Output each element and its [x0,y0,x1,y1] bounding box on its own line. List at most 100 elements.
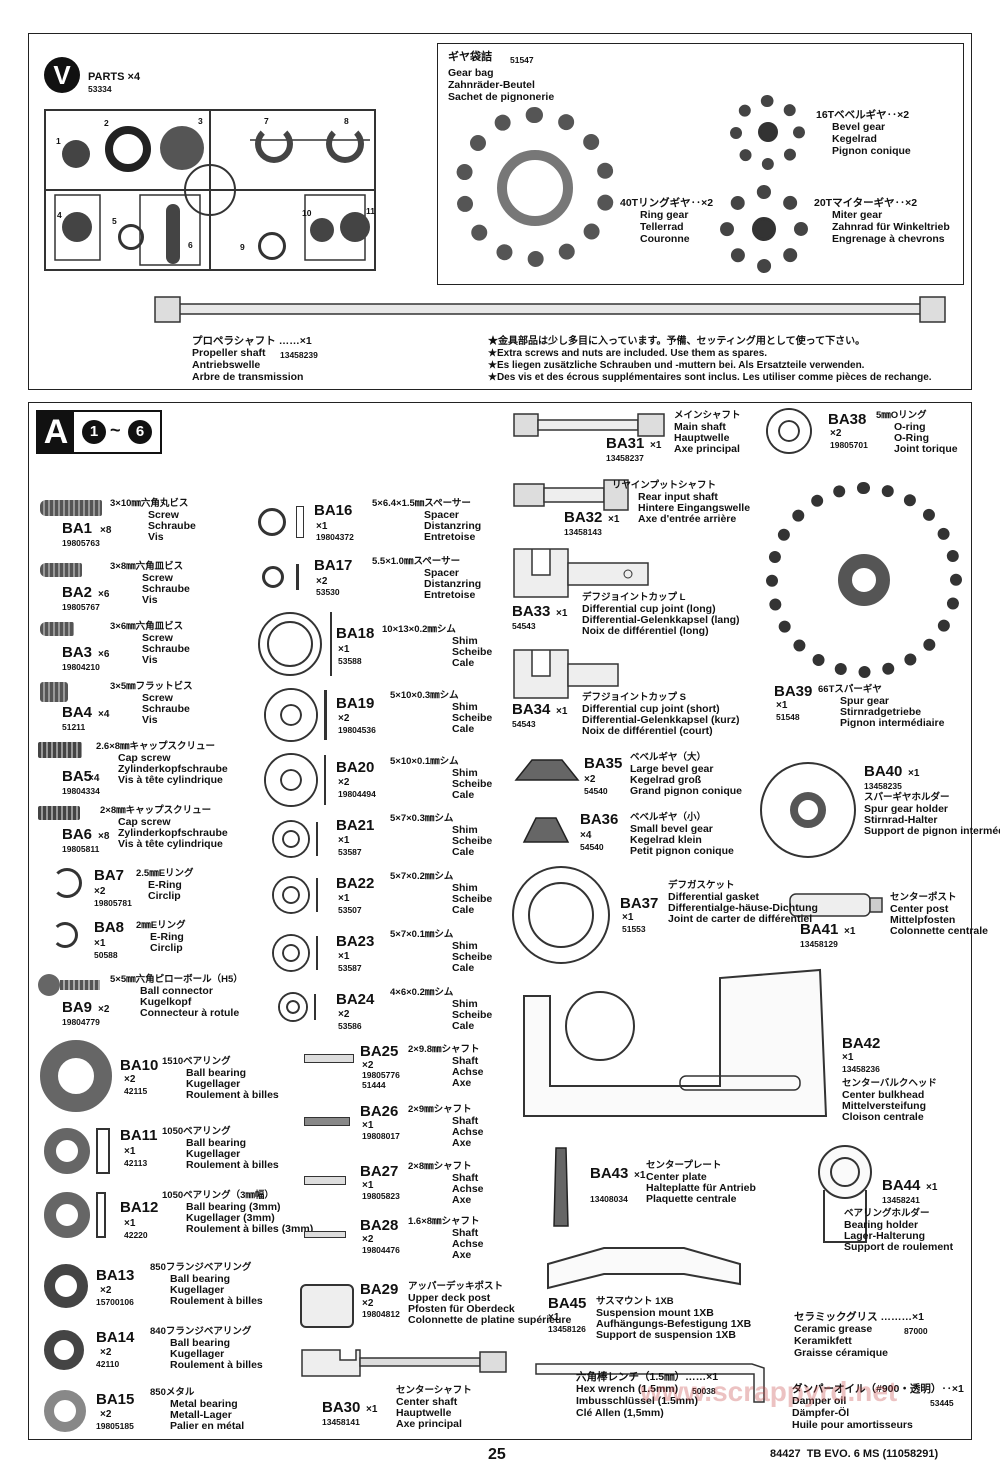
part-id-ba10: BA10 [120,1057,159,1074]
oil-fr: Huile pour amortisseurs [792,1419,913,1431]
bevel-gear-en: Bevel gear [832,121,886,133]
sprue-label-2: 2 [104,118,109,128]
miter-gear-fr: Engrenage à chevrons [832,233,945,245]
part-de-ba38: O-Ring [894,432,929,444]
part-de-ba4: Schraube [142,703,190,715]
part-qty-ba44: ×1 [926,1182,938,1193]
bearing-ba11-image [44,1128,90,1174]
part-de-ba31: Hauptwelle [674,432,730,444]
spurgear-ba39-hub [838,554,890,606]
cupjoint-long-ba33-image [513,548,649,598]
part-jp-ba17: 5.5×1.0㎜スペーサー [372,556,461,567]
susmount-ba45-image [547,1247,741,1290]
part-fr-ba40: Support de pignon intermédiaire [864,825,1000,837]
part-id-ba22: BA22 [336,875,375,892]
part-en-ba12: Ball bearing (3mm) [186,1201,281,1213]
part-id-ba26: BA26 [360,1103,399,1120]
part-code-ba6: 19805811 [62,844,100,854]
part-fr-ba20: Cale [452,789,475,801]
part-en-ba15: Metal bearing [170,1398,238,1410]
page-number: 25 [488,1446,506,1463]
part-id-ba29: BA29 [360,1281,399,1298]
part-id-ba38: BA38 [828,411,867,428]
part-qty-ba28: ×2 [362,1234,374,1245]
bearing-ba12-side [96,1192,106,1238]
part-de-ba3: Schraube [142,643,190,655]
bulkhead-ba42-image [523,968,828,1117]
part-en-ba6: Cap screw [118,816,171,828]
part-de-ba11: Kugellager [186,1148,241,1160]
part-en-ba34: Differential cup joint (short) [582,703,720,715]
sprue-label-11: 11 [366,206,375,216]
part-jp-ba36: ベベルギヤ（小） [630,812,707,823]
parts-v-badge: V [44,57,80,93]
part-code-ba35: 54540 [584,786,608,796]
bearing-ba10-image [40,1040,112,1112]
part-fr-ba31: Axe principal [674,443,740,455]
part-en-ba42: Center bulkhead [842,1089,925,1101]
part-fr-ba26: Axe [452,1137,472,1149]
prop-shaft-fr: Arbre de transmission [192,371,304,383]
wrench-jp: 六角棒レンチ（1.5㎜）……×1 [576,1371,719,1383]
part-code-ba13: 15700106 [96,1297,134,1307]
part-fr-ba13: Roulement à billes [170,1295,263,1307]
shaft-ba26-image [304,1117,350,1126]
part-jp-ba12: 1050ベアリング（3㎜幅） [162,1190,274,1201]
part-fr-ba35: Grand pignon conique [630,785,742,797]
part-code-ba32: 13458143 [564,527,602,537]
part-id-ba25: BA25 [360,1043,399,1060]
part-de-ba36: Kegelrad klein [630,834,702,846]
part-code-ba29: 19804812 [362,1309,400,1319]
part-en-ba7: E-Ring [148,879,182,891]
part-en-ba11: Ball bearing [186,1137,247,1149]
part-qty-ba39: ×1 [776,700,788,711]
part-en-ba21: Shim [452,824,478,836]
part-en-ba43: Center plate [646,1171,707,1183]
part-en-ba17: Spacer [424,567,460,579]
sprue-label-7: 7 [264,116,269,126]
bearingholder-ba44-image [818,1145,872,1243]
eclip-ba7-image [52,868,82,898]
part-fr-ba34: Noix de différentiel (court) [582,725,713,737]
part-de-ba20: Scheibe [452,778,493,790]
part-en-ba18: Shim [452,635,478,647]
part-jp-ba13: 850フランジベアリング [150,1262,252,1273]
part-code-ba19: 19804536 [338,725,376,735]
part-jp-ba14: 840フランジベアリング [150,1326,252,1337]
part-en-ba28: Shaft [452,1227,479,1239]
parts-a-letter: A [38,410,74,454]
part-code-ba7: 19805781 [94,898,132,908]
ring-gear-de: Tellerrad [640,221,684,233]
eclip-ba8-image [52,922,78,948]
gasket-ba37-image [512,866,610,964]
sprue-part-10 [310,218,334,242]
part-id-ba23: BA23 [336,933,375,950]
sprue-part-5 [118,224,144,250]
part-id-ba3: BA3 [62,644,93,661]
gearholder-ba40-hub [790,792,826,828]
part-fr-ba42: Cloison centrale [842,1111,924,1123]
part-fr-ba36: Petit pignon conique [630,845,734,857]
shim-ba19-side [324,690,327,740]
part-id-ba9: BA9 [62,999,93,1016]
sprue-label-6: 6 [188,240,193,250]
prop-shaft-code: 13458239 [280,350,318,360]
part-de-ba44: Lager-Halterung [844,1230,926,1242]
part-fr-ba29: Colonnette de platine supérieure [408,1314,572,1326]
part-en-ba2: Screw [142,572,173,584]
gear-bag-code: 51547 [510,55,534,65]
part-de-ba41: Mittelpfosten [890,914,956,926]
part-qty-ba1: ×8 [100,525,112,536]
screw-ba4-image [40,682,68,702]
part-code-ba17: 53530 [316,587,340,597]
part-de-ba27: Achse [452,1183,484,1195]
part-de-ba9: Kugelkopf [140,996,192,1008]
prop-shaft-en: Propeller shaft [192,347,266,359]
spacer-ba17-image [262,566,284,588]
miter-gear-hub [752,217,776,241]
part-fr-ba24: Cale [452,1020,475,1032]
part-id-ba11: BA11 [120,1127,158,1144]
centerpost-ba41-image [789,893,883,917]
part-qty-ba20: ×2 [338,777,350,788]
sprue-label-4: 4 [57,210,62,220]
